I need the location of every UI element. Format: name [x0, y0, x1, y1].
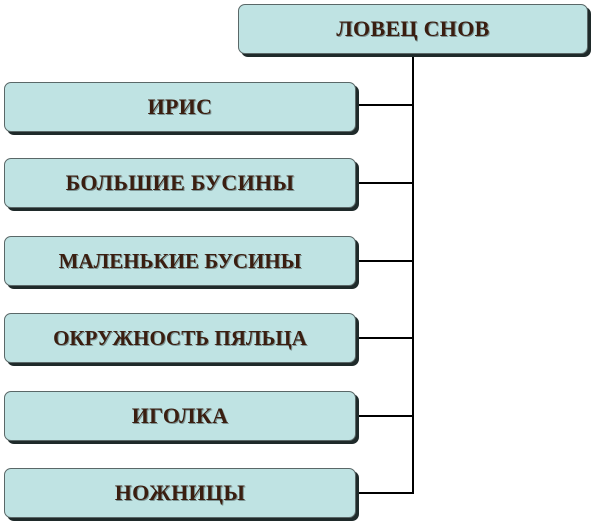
child-node-label: ОКРУЖНОСТЬ ПЯЛЬЦА [53, 325, 307, 350]
child-node-label: ИГОЛКА [131, 403, 229, 428]
child-node-iris: ИРИС [4, 82, 356, 132]
child-node-label: ИРИС [147, 94, 213, 119]
child-node-label: МАЛЕНЬКИЕ БУСИНЫ [58, 248, 302, 273]
child-node-big-beads: БОЛЬШИЕ БУСИНЫ [4, 158, 356, 208]
root-node-label: ЛОВЕЦ СНОВ [336, 16, 490, 41]
child-node-hoop-circle: ОКРУЖНОСТЬ ПЯЛЬЦА [4, 313, 356, 363]
child-node-label: БОЛЬШИЕ БУСИНЫ [65, 170, 295, 195]
child-node-scissors: НОЖНИЦЫ [4, 468, 356, 518]
child-node-small-beads: МАЛЕНЬКИЕ БУСИНЫ [4, 236, 356, 286]
child-node-needle: ИГОЛКА [4, 391, 356, 441]
root-node: ЛОВЕЦ СНОВ [238, 4, 588, 54]
child-node-label: НОЖНИЦЫ [114, 480, 246, 505]
